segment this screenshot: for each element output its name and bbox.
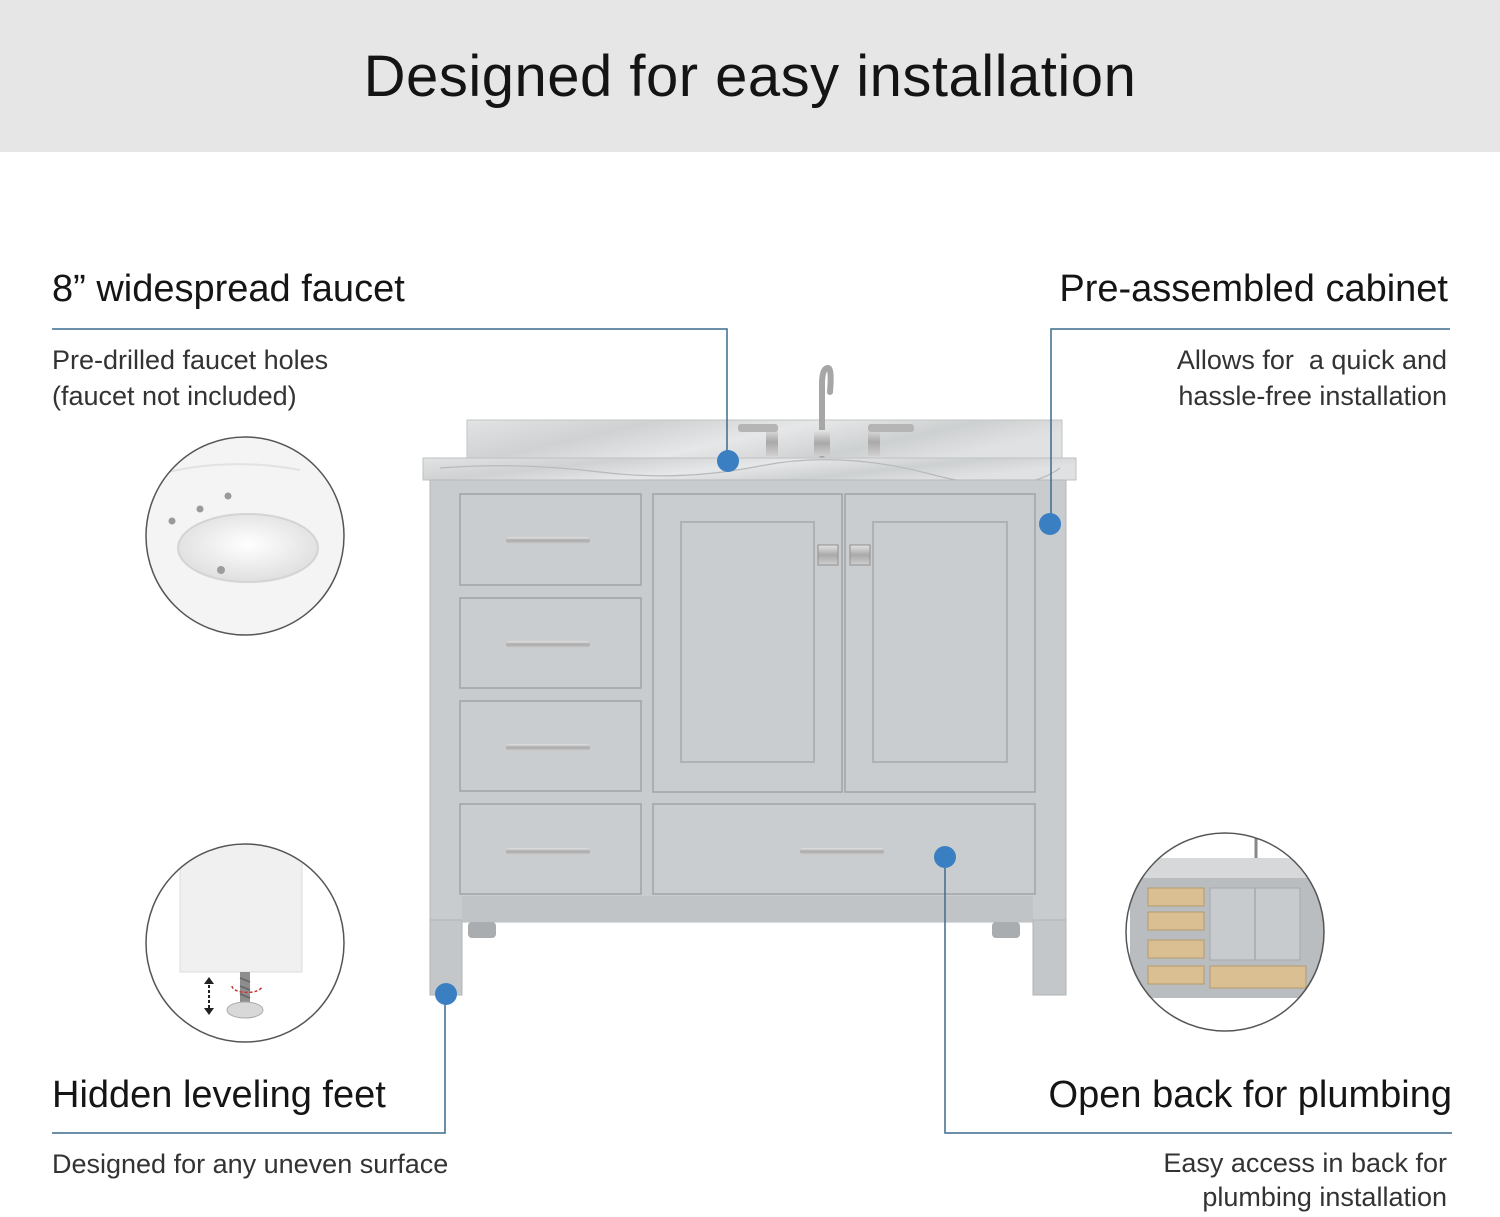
- feature-title-cabinet: Pre-assembled cabinet: [1059, 268, 1448, 310]
- header-banner: Designed for easy installation: [0, 0, 1500, 152]
- feature-desc-line: (faucet not included): [52, 381, 297, 411]
- marker-dot-cabinet: [1039, 513, 1061, 535]
- leveling-foot-closeup-image: [145, 843, 345, 1043]
- drawer-stack-left: [459, 493, 642, 895]
- feature-title-faucet: 8” widespread faucet: [52, 268, 405, 310]
- callout-line-plumbing: [944, 857, 1452, 1134]
- feature-desc-line: Designed for any uneven surface: [52, 1149, 449, 1179]
- feature-desc-line: Easy access in back for: [1163, 1148, 1447, 1178]
- callout-line-cabinet: [1050, 328, 1450, 523]
- page-title: Designed for easy installation: [363, 43, 1137, 109]
- sink-closeup-image: [145, 436, 345, 636]
- feature-title-feet: Hidden leveling feet: [52, 1074, 386, 1116]
- callout-line-faucet: [52, 328, 728, 460]
- feature-desc-line: Allows for a quick and: [1176, 345, 1447, 375]
- callout-line-feet: [52, 994, 446, 1134]
- open-back-cabinet-image: [1125, 832, 1325, 1032]
- feature-desc-cabinet: Allows for a quick and hassle-free insta…: [1177, 342, 1447, 414]
- feature-desc-line: plumbing installation: [1202, 1182, 1447, 1212]
- feature-desc-line: hassle-free installation: [1178, 381, 1447, 411]
- feature-desc-feet: Designed for any uneven surface: [52, 1146, 448, 1182]
- marker-dot-faucet: [717, 450, 739, 472]
- marker-dot-feet: [435, 983, 457, 1005]
- feature-title-plumbing: Open back for plumbing: [1048, 1074, 1452, 1116]
- feature-desc-faucet: Pre-drilled faucet holes (faucet not inc…: [52, 342, 328, 414]
- faucet-fixture: [738, 364, 914, 458]
- marker-dot-plumbing: [934, 846, 956, 868]
- feature-desc-line: Pre-drilled faucet holes: [52, 345, 329, 375]
- vanity-product-image: [422, 364, 1077, 996]
- feature-desc-plumbing: Easy access in back for plumbing install…: [1163, 1146, 1447, 1214]
- callout-lines: [52, 328, 1452, 1134]
- cabinet-doors: [652, 493, 1036, 793]
